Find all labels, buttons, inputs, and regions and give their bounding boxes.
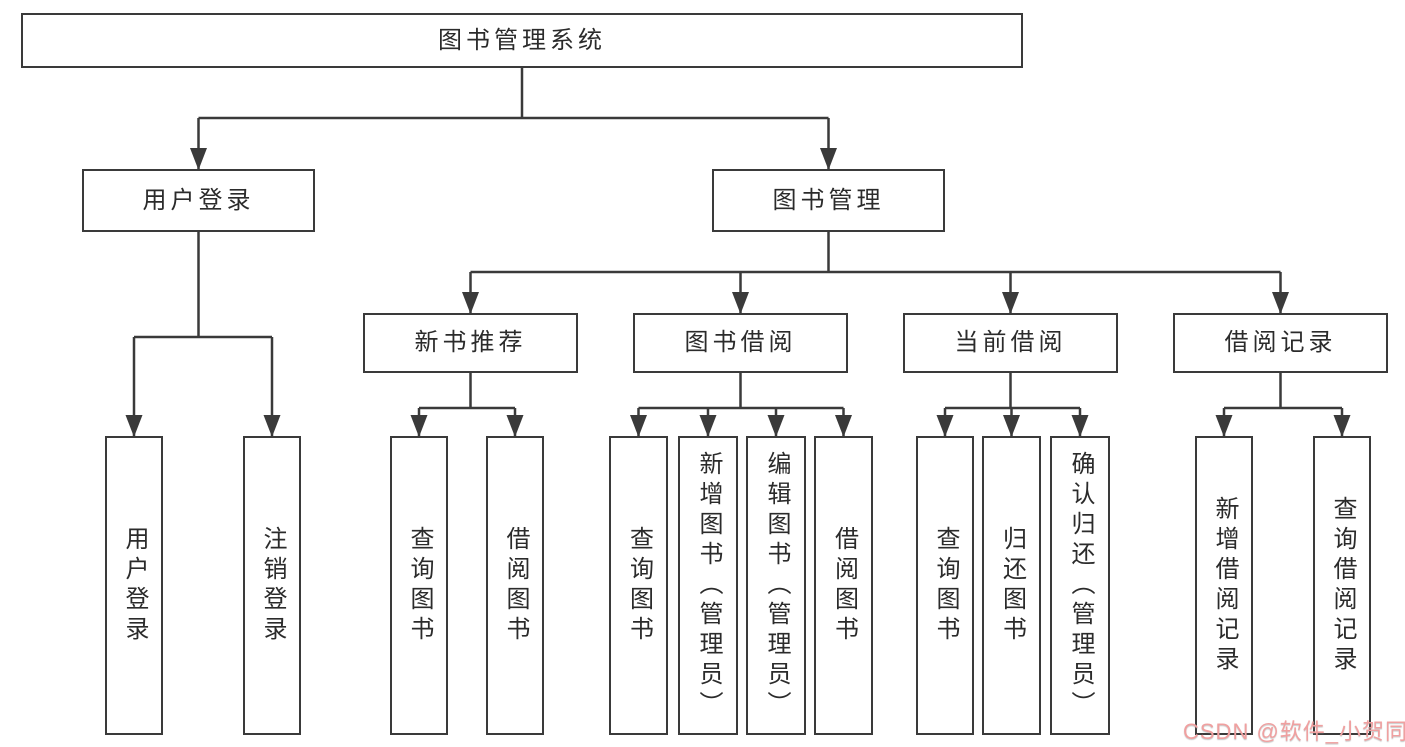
- node-label: 注销登录: [259, 525, 286, 646]
- node-bor-borrow: 借阅图书: [814, 436, 873, 735]
- node-brec-add: 新增借阅记录: [1195, 436, 1253, 735]
- node-borrow-record: 借阅记录: [1173, 313, 1388, 373]
- node-label: 确认归还（管理员）: [1067, 450, 1094, 721]
- csdn-watermark: CSDN @软件_小贺同学: [1183, 719, 1405, 744]
- node-label: 新增图书（管理员）: [695, 450, 722, 721]
- node-label: 查询图书: [932, 525, 959, 646]
- node-book-mgmt: 图书管理: [712, 169, 945, 232]
- node-brec-query: 查询借阅记录: [1313, 436, 1371, 735]
- node-cur-confirm: 确认归还（管理员）: [1050, 436, 1110, 735]
- node-book-borrow: 图书借阅: [633, 313, 848, 373]
- node-label: 用户登录: [121, 525, 148, 646]
- node-rec-borrow: 借阅图书: [486, 436, 544, 735]
- node-label: 当前借阅: [954, 329, 1067, 356]
- node-label: 查询借阅记录: [1329, 495, 1356, 676]
- node-label: 图书借阅: [684, 329, 797, 356]
- node-label: 查询图书: [406, 525, 433, 646]
- node-bor-query: 查询图书: [609, 436, 668, 735]
- node-login-user: 用户登录: [105, 436, 163, 735]
- node-bor-edit: 编辑图书（管理员）: [746, 436, 806, 735]
- node-label: 图书管理: [772, 186, 885, 214]
- node-login-logout: 注销登录: [243, 436, 301, 735]
- node-label: 用户登录: [142, 186, 255, 214]
- node-cur-query: 查询图书: [916, 436, 974, 735]
- node-bor-add: 新增图书（管理员）: [678, 436, 738, 735]
- node-label: 归还图书: [998, 525, 1026, 646]
- node-user-login: 用户登录: [82, 169, 315, 232]
- node-label: 新增借阅记录: [1211, 495, 1238, 676]
- node-cur-borrow: 当前借阅: [903, 313, 1118, 373]
- node-cur-return: 归还图书: [982, 436, 1041, 735]
- node-label: 查询图书: [625, 525, 653, 646]
- node-label: 编辑图书（管理员）: [763, 450, 790, 721]
- node-label: 借阅图书: [502, 525, 529, 646]
- node-label: 借阅记录: [1224, 329, 1337, 356]
- node-label: 新书推荐: [414, 329, 527, 356]
- node-label: 图书管理系统: [438, 26, 606, 54]
- node-rec-query: 查询图书: [390, 436, 448, 735]
- node-label: 借阅图书: [830, 525, 858, 646]
- node-root: 图书管理系统: [21, 13, 1023, 68]
- node-new-book-rec: 新书推荐: [363, 313, 578, 373]
